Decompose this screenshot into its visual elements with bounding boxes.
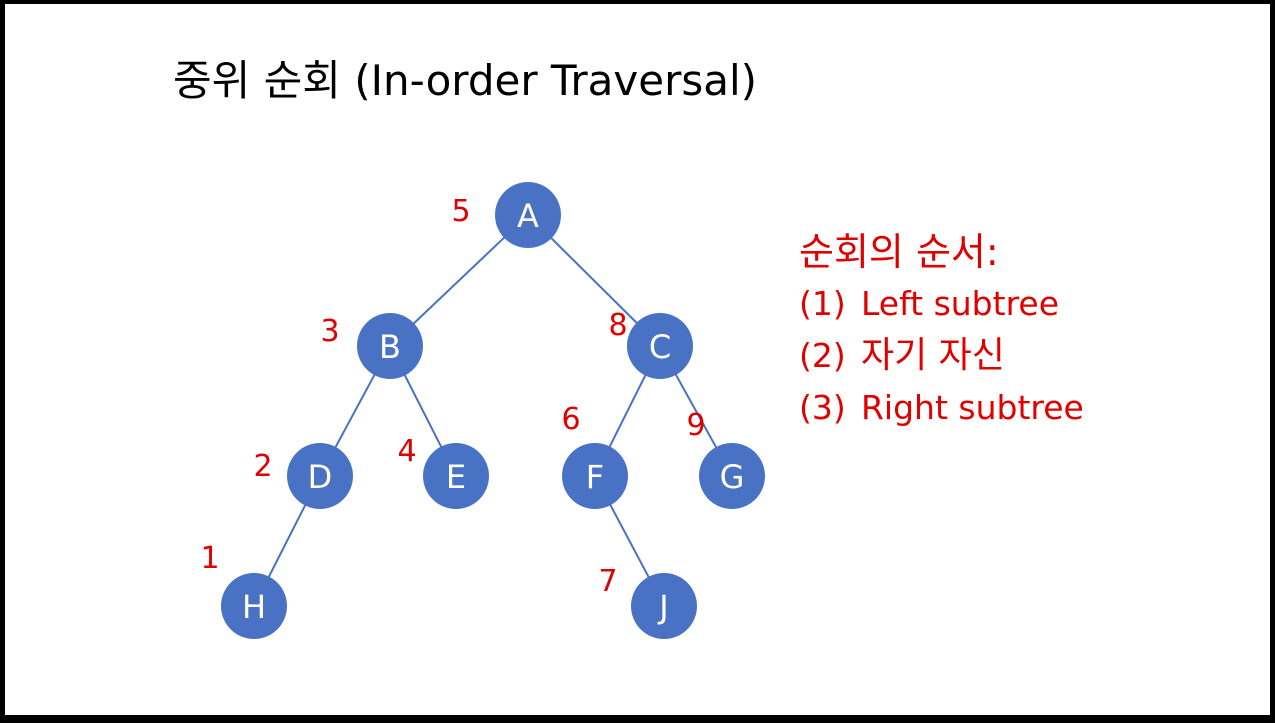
order-rule-item-number: (3) [799, 388, 846, 427]
visit-order-J: 7 [598, 564, 617, 599]
tree-node-J: J [631, 573, 697, 639]
tree-node-D: D [287, 443, 353, 509]
visit-order-E: 4 [397, 434, 416, 469]
node-label: E [446, 458, 466, 496]
node-circle [699, 443, 765, 509]
node-circle [357, 313, 423, 379]
order-rule-item-1: (1) Left subtree [799, 278, 1084, 330]
tree-node-G: G [699, 443, 765, 509]
visit-order-H: 1 [200, 541, 219, 576]
tree-node-B: B [357, 313, 423, 379]
visit-order-C: 8 [608, 308, 627, 343]
order-rule-item-number: (1) [799, 284, 846, 323]
order-rule-item-number: (2) [799, 336, 846, 375]
visit-order-G: 9 [686, 408, 705, 443]
node-circle [631, 573, 697, 639]
order-rule-item-2: (2) 자기 자신 [799, 330, 1084, 382]
node-circle [287, 443, 353, 509]
visit-order-B: 3 [320, 314, 339, 349]
node-label: A [517, 197, 539, 235]
tree-node-C: C [627, 313, 693, 379]
order-rule-item-text: 자기 자신 [861, 335, 1005, 376]
tree-node-E: E [423, 443, 489, 509]
node-label: H [242, 588, 266, 626]
slide: 중위 순회 (In-order Traversal) A B C D E F G H J 5 3 8… [5, 4, 1270, 715]
visit-order-D: 2 [253, 449, 272, 484]
node-label: C [649, 328, 671, 366]
tree-edges [253, 214, 733, 607]
node-label: G [720, 458, 745, 496]
order-rule-item-text: Right subtree [861, 388, 1084, 427]
node-label: B [379, 328, 401, 366]
page-title: 중위 순회 (In-order Traversal) [173, 56, 758, 105]
node-label: J [657, 588, 668, 626]
node-circle [221, 573, 287, 639]
tree-nodes: A B C D E F G H J [221, 182, 765, 639]
node-circle [495, 182, 561, 248]
tree-node-F: F [562, 443, 628, 509]
node-label: D [308, 458, 333, 496]
visit-order-F: 6 [561, 402, 580, 437]
order-rule-item-text: Left subtree [861, 284, 1060, 323]
node-label: F [586, 458, 604, 496]
node-circle [562, 443, 628, 509]
tree-node-A: A [495, 182, 561, 248]
traversal-order-rule: 순회의 순서: (1) Left subtree (2) 자기 자신 (3) Righ… [799, 226, 1084, 434]
binary-tree-diagram: A B C D E F G H J 5 3 8 2 4 6 9 1 7 [200, 182, 765, 639]
order-rule-item-3: (3) Right subtree [799, 382, 1084, 434]
visit-order-labels: 5 3 8 2 4 6 9 1 7 [200, 194, 705, 599]
order-rule-heading: 순회의 순서: [799, 230, 999, 274]
tree-node-H: H [221, 573, 287, 639]
node-circle [627, 313, 693, 379]
visit-order-A: 5 [451, 194, 470, 229]
node-circle [423, 443, 489, 509]
